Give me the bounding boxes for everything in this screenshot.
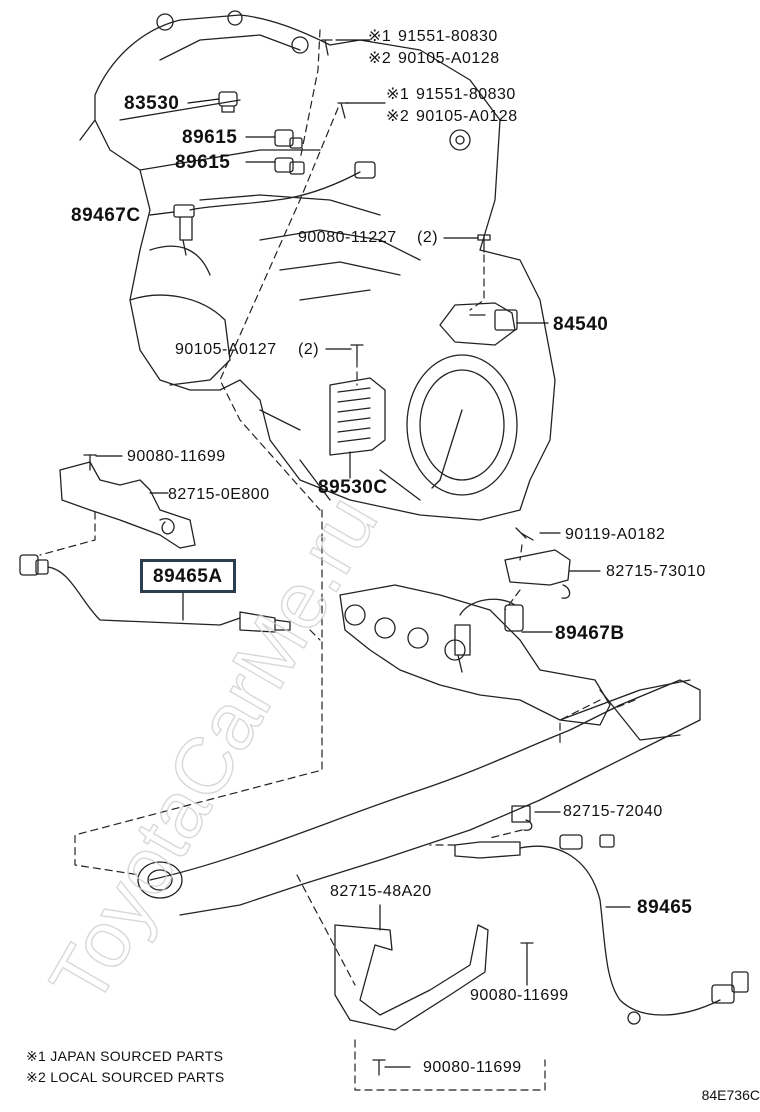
- diagram-code: 84E736C: [701, 1087, 760, 1103]
- dashed-lines: [39, 29, 636, 1091]
- part-90080-11227: 90080-11227: [298, 229, 397, 246]
- part-89467b: 89467B: [555, 623, 625, 644]
- part-91551-80830-mid: 91551-80830: [416, 86, 516, 103]
- ecm-89530c: [329, 377, 386, 456]
- part-90080-11699-mid: 90080-11699: [470, 987, 569, 1004]
- sensor-89615-upper: [274, 129, 303, 149]
- part-89615-lower: 89615: [175, 152, 231, 173]
- bracket-82715-73010: [504, 549, 571, 599]
- part-89530c: 89530C: [318, 477, 388, 498]
- exhaust-pipe: [137, 679, 701, 916]
- position-switch-84540: [439, 302, 518, 346]
- part-90105-a0128-top: 90105-A0128: [398, 50, 500, 67]
- part-90105-a0128-mid: 90105-A0128: [416, 108, 518, 125]
- oxygen-sensor-89465: [454, 834, 749, 1025]
- sensor-89615-lower: [274, 157, 305, 175]
- leader-lines: [95, 39, 631, 1068]
- part-90080-11699-top: 90080-11699: [127, 448, 226, 465]
- part-82715-72040: 82715-72040: [563, 803, 663, 820]
- part-89465: 89465: [637, 897, 693, 918]
- part-90119-a0182: 90119-A0182: [565, 526, 666, 543]
- part-82715-73010: 82715-73010: [606, 563, 706, 580]
- bolts: [83, 39, 534, 1076]
- part-90105-a0127: 90105-A0127: [175, 341, 277, 358]
- note-local-sourced: ※2 LOCAL SOURCED PARTS: [26, 1069, 225, 1085]
- part-83530: 83530: [124, 93, 180, 114]
- mark-local-1: ※2: [368, 50, 392, 67]
- engine-assembly: [79, 10, 556, 521]
- mark-japan-2: ※1: [386, 86, 410, 103]
- part-82715-0e800: 82715-0E800: [168, 486, 270, 503]
- oxygen-sensor-89465a: [19, 554, 291, 633]
- part-89615-upper: 89615: [182, 127, 238, 148]
- oxygen-sensor-89467c: [173, 161, 376, 256]
- qty-90080-11227: (2): [417, 229, 439, 246]
- bracket-82715-72040: [511, 805, 533, 831]
- part-82715-48a20: 82715-48A20: [330, 883, 432, 900]
- mark-japan-1: ※1: [368, 28, 392, 45]
- part-89465a: 89465A: [140, 559, 236, 593]
- part-91551-80830-top: 91551-80830: [398, 28, 498, 45]
- mark-local-2: ※2: [386, 108, 410, 125]
- bracket-82715-0e800: [59, 461, 196, 549]
- bracket-82715-48a20: [334, 924, 489, 1031]
- qty-90105-a0127: (2): [298, 341, 320, 358]
- part-89467c: 89467C: [71, 205, 141, 226]
- exhaust-manifold: [339, 584, 611, 726]
- part-84540: 84540: [553, 314, 609, 335]
- part-90080-11699-bot: 90080-11699: [423, 1059, 522, 1076]
- note-japan-sourced: ※1 JAPAN SOURCED PARTS: [26, 1048, 224, 1064]
